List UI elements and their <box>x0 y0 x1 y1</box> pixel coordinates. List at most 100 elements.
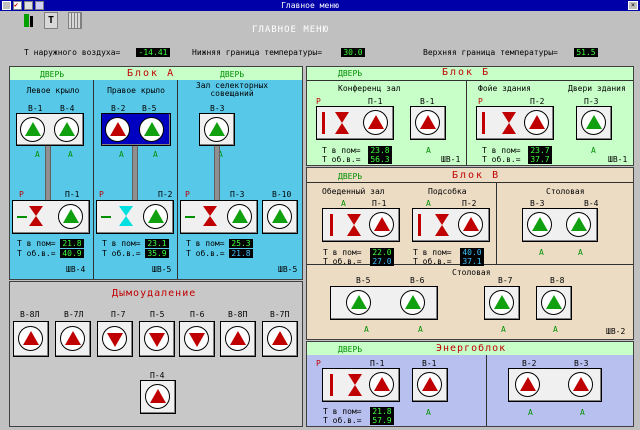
right-wing-label: Правое крыло <box>107 86 165 95</box>
v1-ret-value: 27.0 <box>370 257 394 266</box>
grid-icon[interactable] <box>35 1 44 10</box>
p-mark-b2: Р <box>478 97 483 106</box>
label-v-v5: В-5 <box>356 276 371 285</box>
b1-ret-label: Т об.в.= <box>322 155 361 164</box>
block-a-header <box>10 67 302 80</box>
left-wing-label: Левое крыло <box>26 86 80 95</box>
v-sh2: ШВ-2 <box>606 327 626 336</box>
smoke-label-p4: П-4 <box>150 371 165 380</box>
e1-ret-label: Т об.в.= <box>323 416 362 425</box>
smoke-label-3: П-7 <box>111 310 126 319</box>
label-a-v5: В-5 <box>142 104 157 113</box>
a2-room-label: Т в пом= <box>102 239 141 248</box>
a3-ret-label: Т об.в.= <box>186 249 225 258</box>
label-e-p1: П-1 <box>370 359 385 368</box>
v2-ret-label: Т об.в.= <box>413 257 452 266</box>
v-a-mid-1: А <box>539 248 544 257</box>
energy-header <box>307 342 633 355</box>
a-mark-2: А <box>68 150 73 159</box>
v2-room-value: 40.0 <box>460 248 484 257</box>
v-a-top-1: А <box>341 199 346 208</box>
label-a-v4: В-4 <box>60 104 75 113</box>
b-sh1-left: ШВ-1 <box>441 155 461 164</box>
v-a-mid-2: А <box>578 248 583 257</box>
b2-ret-label: Т об.в.= <box>482 155 521 164</box>
a-sh5-right: ШВ-5 <box>278 265 298 274</box>
e1-ret-value: 57.9 <box>370 416 394 425</box>
label-b-v1: В-1 <box>420 97 435 106</box>
a3-room-label: Т в пом= <box>186 239 225 248</box>
block-a-door-right: ДВЕРЬ <box>220 70 245 79</box>
energy-title: Энергоблок <box>436 343 507 354</box>
smoke-label-4: П-5 <box>150 310 165 319</box>
smoke-label-7: В-7П <box>270 310 290 319</box>
dining-label: Обеденный зал <box>322 187 385 196</box>
high-bound-label: Верхняя граница температуры= <box>423 48 558 57</box>
label-v-p2: П-2 <box>462 199 477 208</box>
outdoor-value: -14.41 <box>136 48 170 57</box>
v1-ret-label: Т об.в.= <box>323 257 362 266</box>
a-mark-5: А <box>218 150 223 159</box>
canteen-label: Столовая <box>546 187 585 196</box>
p-mark-a1: Р <box>19 190 24 199</box>
label-e-v1: В-1 <box>422 359 437 368</box>
block-b-door: ДВЕРЬ <box>338 69 363 78</box>
smoke-title: Дымоудаление <box>112 288 197 299</box>
calc-icon[interactable] <box>24 1 33 10</box>
e-a-mark-2: А <box>528 408 533 417</box>
title-bar <box>0 0 640 11</box>
check-icon[interactable]: ✔ <box>13 1 22 10</box>
label-e-v2: В-2 <box>522 359 537 368</box>
a1-room-label: Т в пом= <box>17 239 56 248</box>
p-mark-e1: Р <box>316 359 321 368</box>
p-mark-b1: Р <box>316 97 321 106</box>
label-v-v6: В-6 <box>410 276 425 285</box>
system-menu-icon[interactable] <box>2 1 11 10</box>
table-tool-icon[interactable] <box>68 12 82 29</box>
e-a-mark-3: А <box>580 408 585 417</box>
v-a-bot-3: А <box>501 325 506 334</box>
b-a-mark-1: А <box>426 146 431 155</box>
high-bound-value: 51.5 <box>574 48 598 57</box>
smoke-label-6: В-8П <box>228 310 248 319</box>
a-mark-4: А <box>153 150 158 159</box>
p-mark-a2: Р <box>99 190 104 199</box>
a1-ret-label: Т об.в.= <box>17 249 56 258</box>
block-v-title: Блок В <box>452 170 501 181</box>
foyer-label: Фойе здания <box>478 84 531 93</box>
block-a-door-left: ДВЕРЬ <box>40 70 65 79</box>
a2-ret-label: Т об.в.= <box>102 249 141 258</box>
b-sh1-right: ШВ-1 <box>608 155 628 164</box>
close-icon[interactable]: × <box>628 1 638 10</box>
canteen-label-2: Столовая <box>452 268 491 277</box>
a-sh5-left: ШВ-5 <box>152 265 172 274</box>
smoke-label-2: В-7Л <box>64 310 84 319</box>
b-a-mark-2: А <box>591 146 596 155</box>
doors-label: Двери здания <box>568 84 626 93</box>
smoke-label-1: В-8Л <box>20 310 40 319</box>
p-mark-a3: Р <box>185 190 190 199</box>
a-mark-1: А <box>35 150 40 159</box>
label-e-v3: В-3 <box>574 359 589 368</box>
label-a-p3: П-3 <box>230 190 245 199</box>
subdish-label: Подсобка <box>428 187 467 196</box>
tool-pointer-icon[interactable] <box>22 12 36 29</box>
low-bound-label: Нижняя граница температуры= <box>192 48 323 57</box>
text-tool-button[interactable]: T <box>44 12 58 29</box>
v2-room-label: Т в пом= <box>413 248 452 257</box>
hall-label: Зал селекторных совещаний <box>195 81 269 98</box>
v-a-bot-4: А <box>553 325 558 334</box>
smoke-label-5: П-6 <box>190 310 205 319</box>
block-b-title: Блок Б <box>442 67 491 78</box>
b2-room-value: 23.7 <box>528 146 552 155</box>
label-a-v10: В-10 <box>272 190 292 199</box>
label-a-v3: В-3 <box>210 104 225 113</box>
b2-room-label: Т в пом= <box>482 146 521 155</box>
main-menu-title: ГЛАВНОЕ МЕНЮ <box>252 25 330 35</box>
outdoor-label: Т наружного воздуха= <box>24 48 121 57</box>
a-mark-3: А <box>119 150 124 159</box>
a1-room-value: 21.8 <box>60 239 84 248</box>
a3-ret-value: 21.8 <box>229 249 253 258</box>
conf-label: Конференц зал <box>338 84 401 93</box>
label-a-v1: В-1 <box>28 104 43 113</box>
